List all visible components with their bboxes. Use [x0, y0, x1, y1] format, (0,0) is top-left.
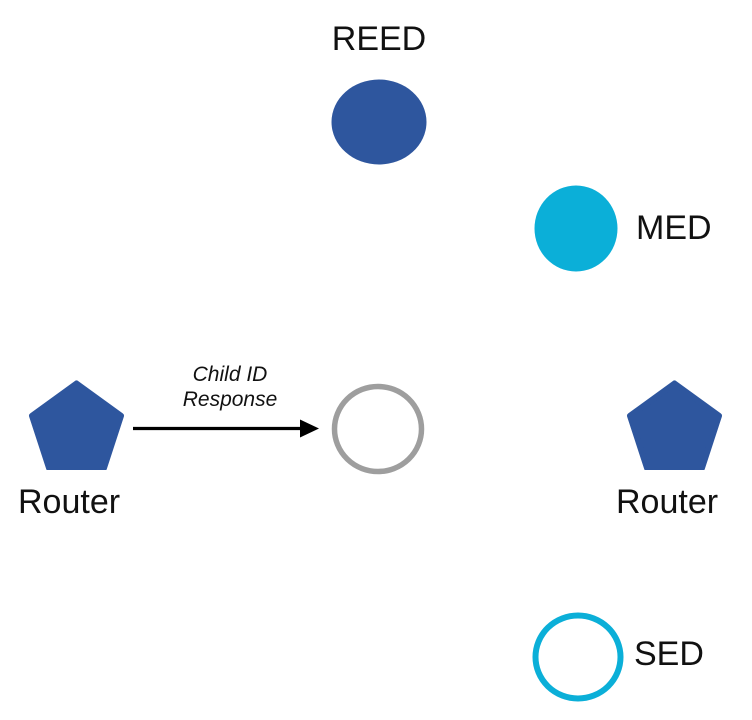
node-reed-label: REED [331, 20, 427, 58]
center-circle-icon[interactable] [330, 382, 426, 476]
router-right-pentagon-icon[interactable] [626, 380, 723, 470]
router-left-pentagon-icon[interactable] [28, 380, 125, 470]
med-circle-icon[interactable] [534, 185, 618, 272]
reed-circle-icon[interactable] [331, 79, 427, 165]
node-med-label: MED [636, 209, 712, 247]
link-child-id-response-arrow [133, 419, 319, 438]
node-router-left-label: Router [18, 483, 121, 521]
sed-circle-icon[interactable] [531, 611, 625, 703]
node-sed-label: SED [634, 635, 704, 673]
link-child-id-response-label: Child ID Response [182, 363, 278, 411]
node-router-right-label: Router [616, 483, 719, 521]
